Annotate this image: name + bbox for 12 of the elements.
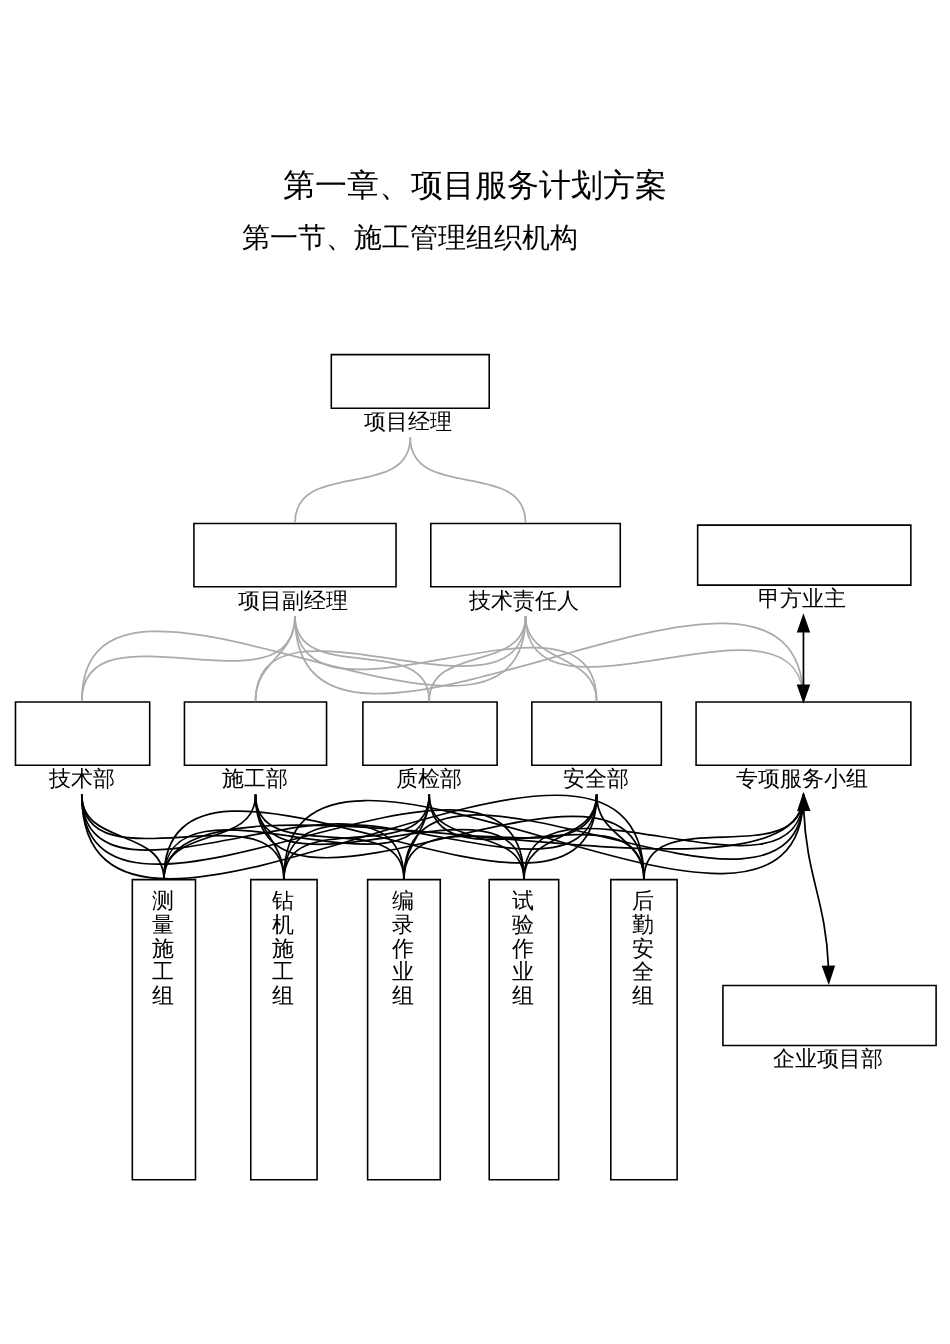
node-label: 专项服务小组 bbox=[735, 765, 868, 792]
diagram-title: 第一章、项目服务计划方案 bbox=[283, 166, 667, 203]
node-label: 项目副经理 bbox=[238, 586, 349, 613]
node-label: 安全部 bbox=[562, 765, 629, 792]
node-label: 技术部 bbox=[48, 765, 115, 792]
node-label: 甲方业主 bbox=[758, 584, 847, 611]
node-label: 技术责任人 bbox=[468, 586, 579, 613]
label: 第一节、施工管理组织机构 bbox=[242, 221, 579, 255]
node-label: 项目经理 bbox=[364, 408, 453, 435]
node-label: 施工部 bbox=[221, 765, 288, 792]
node-label: 质检部 bbox=[396, 765, 463, 792]
node-label: 企业项目部 bbox=[772, 1045, 883, 1072]
